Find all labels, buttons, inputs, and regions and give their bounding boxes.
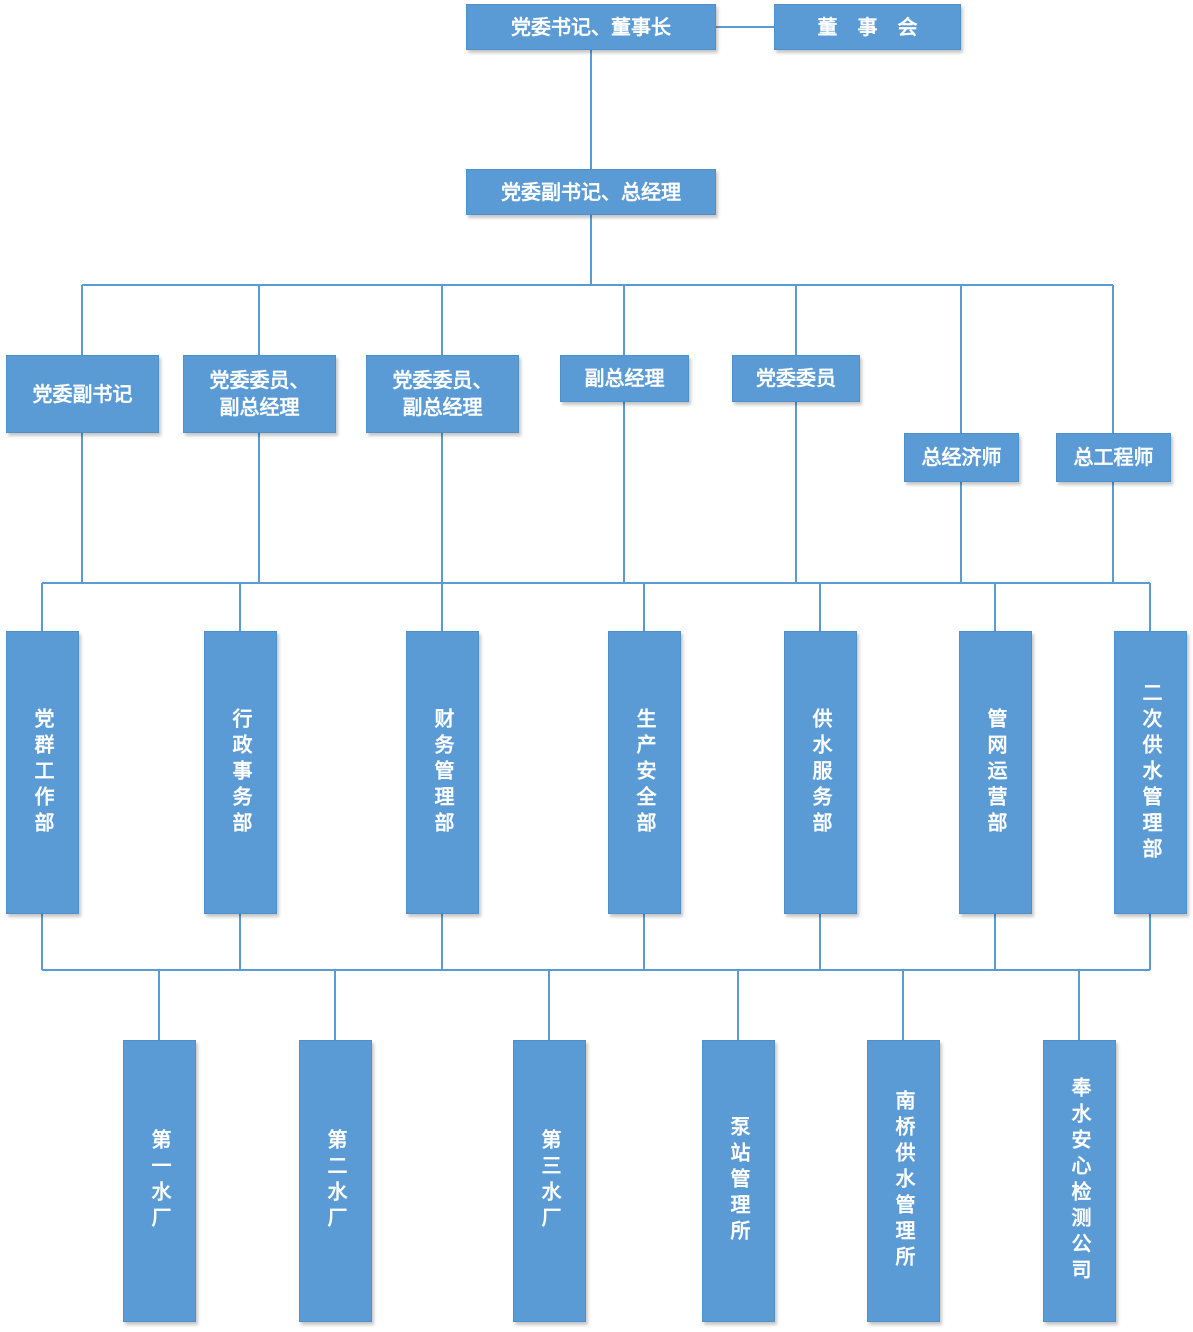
unit-box: 第二水厂 [299,1040,372,1322]
leader-box: 副总经理 [560,355,689,402]
department-label: 财务管理部 [431,707,455,838]
general-manager-box: 党委副书记、总经理 [466,169,716,215]
department-label: 党群工作部 [31,707,55,838]
leader-label: 党委副书记 [32,381,133,406]
leader-box: 党委副书记 [6,355,159,433]
board-of-directors-label: 董 事 会 [817,14,918,39]
unit-label: 第二水厂 [324,1129,348,1233]
unit-label: 南桥供水管理所 [892,1090,916,1272]
department-box: 生产安全部 [608,631,681,914]
department-box: 党群工作部 [6,631,79,914]
unit-box: 奉水安心检测公司 [1043,1040,1116,1322]
leader-label: 党委委员、 副总经理 [209,368,310,419]
leader-box: 总工程师 [1056,433,1171,482]
department-box: 供水服务部 [784,631,857,914]
department-label: 行政事务部 [229,707,253,838]
board-of-directors-box: 董 事 会 [774,4,961,50]
department-label: 供水服务部 [809,707,833,838]
unit-box: 第三水厂 [513,1040,586,1322]
leader-label: 总经济师 [921,445,1002,469]
leader-label: 总工程师 [1073,445,1154,469]
leader-label: 副总经理 [584,366,665,390]
unit-label: 奉水安心检测公司 [1068,1077,1092,1285]
unit-box: 泵站管理所 [702,1040,775,1322]
leader-box: 党委委员、 副总经理 [183,355,336,433]
department-label: 管网运营部 [984,707,1008,838]
department-box: 财务管理部 [406,631,479,914]
leader-box: 总经济师 [904,433,1019,482]
department-box: 行政事务部 [204,631,277,914]
party-secretary-chairman-box: 党委书记、董事长 [466,4,716,50]
unit-label: 第三水厂 [538,1129,562,1233]
department-box: 管网运营部 [959,631,1032,914]
leader-box: 党委委员、 副总经理 [366,355,519,433]
department-label: 二次供水管理部 [1139,681,1163,864]
leader-label: 党委委员 [756,366,836,390]
department-label: 生产安全部 [633,707,657,838]
party-secretary-chairman-label: 党委书记、董事长 [511,14,671,39]
department-box: 二次供水管理部 [1114,631,1187,914]
leader-box: 党委委员 [732,355,860,402]
leader-label: 党委委员、 副总经理 [392,368,493,419]
unit-box: 第一水厂 [123,1040,196,1322]
unit-label: 第一水厂 [148,1129,172,1233]
unit-box: 南桥供水管理所 [867,1040,940,1322]
unit-label: 泵站管理所 [727,1116,751,1246]
general-manager-label: 党委副书记、总经理 [501,179,681,204]
